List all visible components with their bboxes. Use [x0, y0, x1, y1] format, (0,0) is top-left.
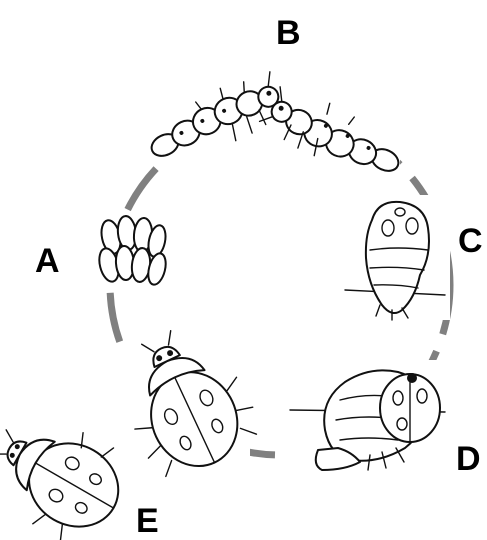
stage-label-c: C	[458, 222, 483, 260]
larva-icon	[140, 65, 409, 190]
egg-cluster-icon	[95, 215, 175, 290]
pupa-icon	[340, 195, 450, 320]
emerging-adult-icon	[290, 360, 445, 475]
stage-label-a: A	[35, 242, 60, 280]
stage-label-e: E	[136, 502, 159, 540]
stage-label-b: B	[276, 14, 301, 52]
stage-label-d: D	[456, 440, 481, 478]
adult-ladybug-icon	[0, 313, 267, 540]
